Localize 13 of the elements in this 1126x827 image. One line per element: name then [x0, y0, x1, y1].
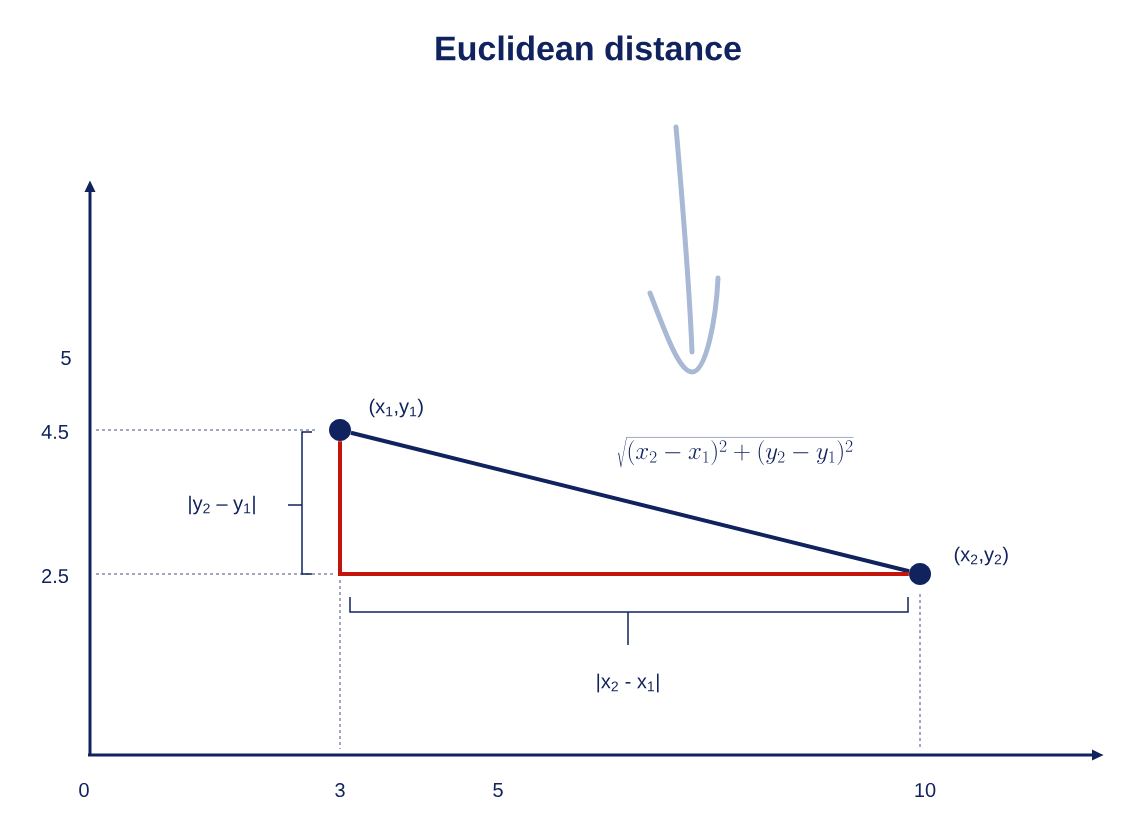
- bracket-label: |x$_{2}$ - x$_{1}$|: [597, 673, 659, 693]
- title: Euclidean distance: [436, 35, 741, 61]
- tick-label: 0: [79, 782, 89, 798]
- point-label: (x$_{1}$,y$_{1}$): [369, 398, 423, 418]
- tick-label: 5: [61, 351, 71, 365]
- tick-label: 2.5: [42, 568, 69, 584]
- tick-label: 3: [335, 782, 345, 798]
- bracket-label: |y$_{2}$ – y$_{1}$|: [189, 495, 255, 515]
- point-label: (x$_{2}$,y$_{2}$): [954, 546, 1008, 566]
- tick-label: 4.5: [41, 425, 69, 439]
- tick-label: 5: [493, 783, 503, 797]
- tick-label: 10: [915, 782, 936, 798]
- edge-label: $\sqrt{(x_2 - x_1)^2+(y_2 - y_1)^2}$: [614, 434, 856, 470]
